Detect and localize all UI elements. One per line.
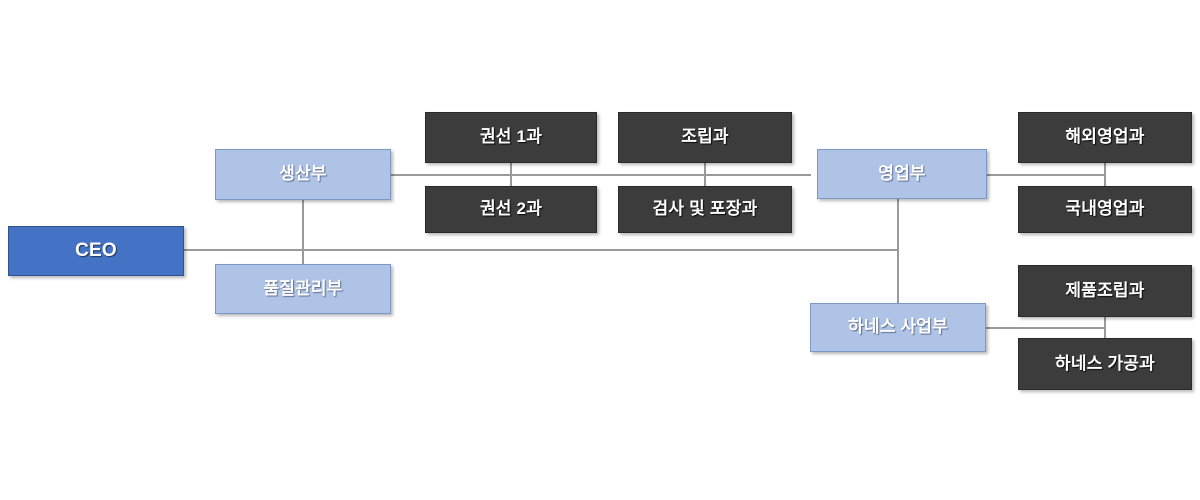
org-node-label-ceo: CEO — [75, 239, 117, 261]
org-node-inspect_pack[interactable]: 검사 및 포장과 — [618, 186, 792, 233]
connector-production-out-horizontal — [391, 174, 811, 176]
org-node-production[interactable]: 생산부 — [215, 149, 391, 200]
org-node-label-overseas_sales: 해외영업과 — [1065, 127, 1145, 147]
org-node-quality[interactable]: 품질관리부 — [215, 264, 391, 314]
org-node-label-domestic_sales: 국내영업과 — [1065, 199, 1145, 219]
connector-sales-harness-vertical — [897, 199, 899, 304]
org-node-winding1[interactable]: 권선 1과 — [425, 112, 597, 163]
org-node-winding2[interactable]: 권선 2과 — [425, 186, 597, 233]
org-node-label-winding2: 권선 2과 — [479, 199, 543, 219]
org-node-harness_proc[interactable]: 하네스 가공과 — [1018, 338, 1192, 390]
connector-winding-branch-vertical — [510, 163, 512, 186]
org-node-label-sales: 영업부 — [878, 163, 926, 183]
org-node-harness[interactable]: 하네스 사업부 — [810, 303, 986, 352]
connector-sales-out-horizontal — [987, 174, 1105, 176]
org-node-ceo[interactable]: CEO — [8, 226, 184, 276]
org-node-assembly[interactable]: 조립과 — [618, 112, 792, 163]
connector-assembly-branch-vertical — [704, 163, 706, 186]
connector-harness-out-horizontal — [986, 327, 1105, 329]
org-node-label-inspect_pack: 검사 및 포장과 — [652, 199, 758, 219]
org-node-overseas_sales[interactable]: 해외영업과 — [1018, 112, 1192, 163]
org-node-label-winding1: 권선 1과 — [479, 127, 543, 147]
org-node-sales[interactable]: 영업부 — [817, 149, 987, 199]
org-node-product_asm[interactable]: 제품조립과 — [1018, 265, 1192, 317]
connector-production-quality-vertical — [302, 200, 304, 264]
org-node-label-assembly: 조립과 — [681, 127, 729, 147]
org-node-label-harness: 하네스 사업부 — [848, 317, 948, 337]
connector-harness-branch-vertical — [1104, 317, 1106, 338]
connector-ceo-trunk-horizontal — [184, 249, 898, 251]
connector-sales-branch-vertical — [1104, 163, 1106, 186]
org-node-domestic_sales[interactable]: 국내영업과 — [1018, 186, 1192, 233]
org-node-label-production: 생산부 — [279, 164, 327, 184]
org-node-label-product_asm: 제품조립과 — [1065, 280, 1145, 300]
org-node-label-quality: 품질관리부 — [263, 278, 343, 298]
org-node-label-harness_proc: 하네스 가공과 — [1055, 353, 1155, 373]
